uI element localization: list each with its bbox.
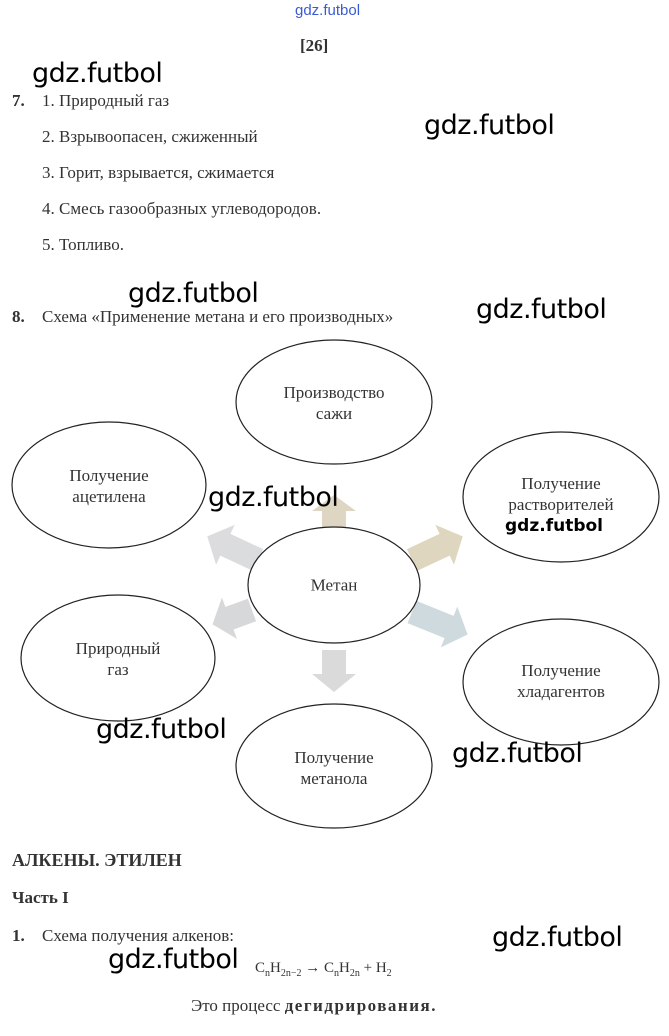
node-line: метанола: [300, 769, 368, 788]
node-line: сажи: [315, 404, 353, 423]
f: →: [301, 960, 324, 976]
watermark: gdz.futbol: [424, 110, 555, 141]
task1-number: 1.: [12, 926, 25, 945]
arrow-down-icon: [312, 650, 356, 692]
f: C: [255, 960, 266, 976]
list-item: 5. Топливо.: [42, 235, 124, 254]
f: C: [324, 960, 335, 976]
watermark: gdz.futbol: [96, 714, 227, 745]
page-number: [26]: [300, 36, 329, 55]
node-line: Производство: [283, 383, 385, 402]
conclusion-prefix: Это процесс: [191, 996, 285, 1015]
node-methanol: Получение метанола: [294, 747, 373, 789]
f: n: [265, 968, 271, 979]
f: H: [339, 960, 350, 976]
center-node-label: Метан: [310, 575, 358, 595]
task8-number: 8.: [12, 307, 25, 326]
watermark: gdz.futbol: [128, 278, 259, 309]
f: + H: [359, 960, 387, 976]
watermark: gdz.futbol: [108, 944, 239, 975]
node-line: ацетилена: [72, 487, 146, 506]
task1-text: Схема получения алкенов:: [42, 926, 235, 945]
node-line: Получение: [521, 474, 601, 493]
node-line: хладагентов: [517, 682, 605, 701]
list-item: 2. Взрывоопасен, сжиженный: [42, 127, 258, 146]
watermark: gdz.futbol: [208, 482, 339, 513]
node-line: Получение: [521, 661, 601, 680]
arrow-upright-icon: [406, 524, 463, 571]
list-item: 3. Горит, взрывается, сжимается: [42, 163, 275, 182]
node-ellipse: [20, 594, 216, 722]
node-soot: Производство сажи: [283, 382, 384, 424]
watermark: gdz.futbol: [505, 516, 603, 536]
node-ellipse: [462, 618, 660, 746]
watermark: gdz.futbol: [492, 922, 623, 953]
node-line: Получение: [294, 748, 374, 767]
node-ellipse: [235, 703, 433, 829]
task8-title: Схема «Применение метана и его производн…: [42, 307, 394, 326]
conclusion-bold: дегидрирования.: [284, 996, 437, 1015]
f: 2n: [349, 968, 360, 979]
node-line: Природный: [75, 639, 161, 658]
node-line: Получение: [69, 466, 149, 485]
node-refrigerants: Получение хладагентов: [517, 660, 605, 702]
f: n: [334, 968, 340, 979]
arrow-upleft-icon: [207, 524, 264, 571]
node-ellipse: [235, 339, 433, 465]
list-item: 1. Природный газ: [42, 91, 170, 110]
site-link[interactable]: gdz.futbol: [295, 2, 361, 19]
conclusion: Это процесс дегидрирования.: [191, 996, 437, 1016]
part-title: Часть I: [12, 888, 69, 907]
watermark: gdz.futbol: [452, 738, 583, 769]
node-natural-gas: Природный газ: [76, 638, 161, 680]
node-ellipse: [462, 431, 660, 563]
section-title: АЛКЕНЫ. ЭТИЛЕН: [12, 850, 182, 870]
node-solvents: Получение растворителей: [508, 473, 613, 515]
node-line: растворителей: [508, 495, 614, 514]
f: 2: [386, 968, 392, 979]
watermark: gdz.futbol: [32, 58, 163, 89]
arrow-downleft-icon: [212, 597, 257, 639]
arrow-downright-icon: [407, 600, 468, 648]
node-acetylene: Получение ацетилена: [69, 465, 148, 507]
f: H: [270, 960, 281, 976]
list-item: 4. Смесь газообразных углеводородов.: [42, 199, 322, 218]
watermark: gdz.futbol: [476, 294, 607, 325]
center-ellipse: [247, 526, 421, 644]
arrows: [207, 495, 468, 692]
node-line: газ: [107, 660, 129, 679]
task7-number: 7.: [12, 91, 25, 110]
f: 2n−2: [280, 968, 302, 979]
arrow-up-icon: [312, 495, 356, 527]
node-ellipse: [11, 421, 207, 549]
reaction-formula: CnH2n−2 → CnH2n + H2: [255, 960, 392, 979]
